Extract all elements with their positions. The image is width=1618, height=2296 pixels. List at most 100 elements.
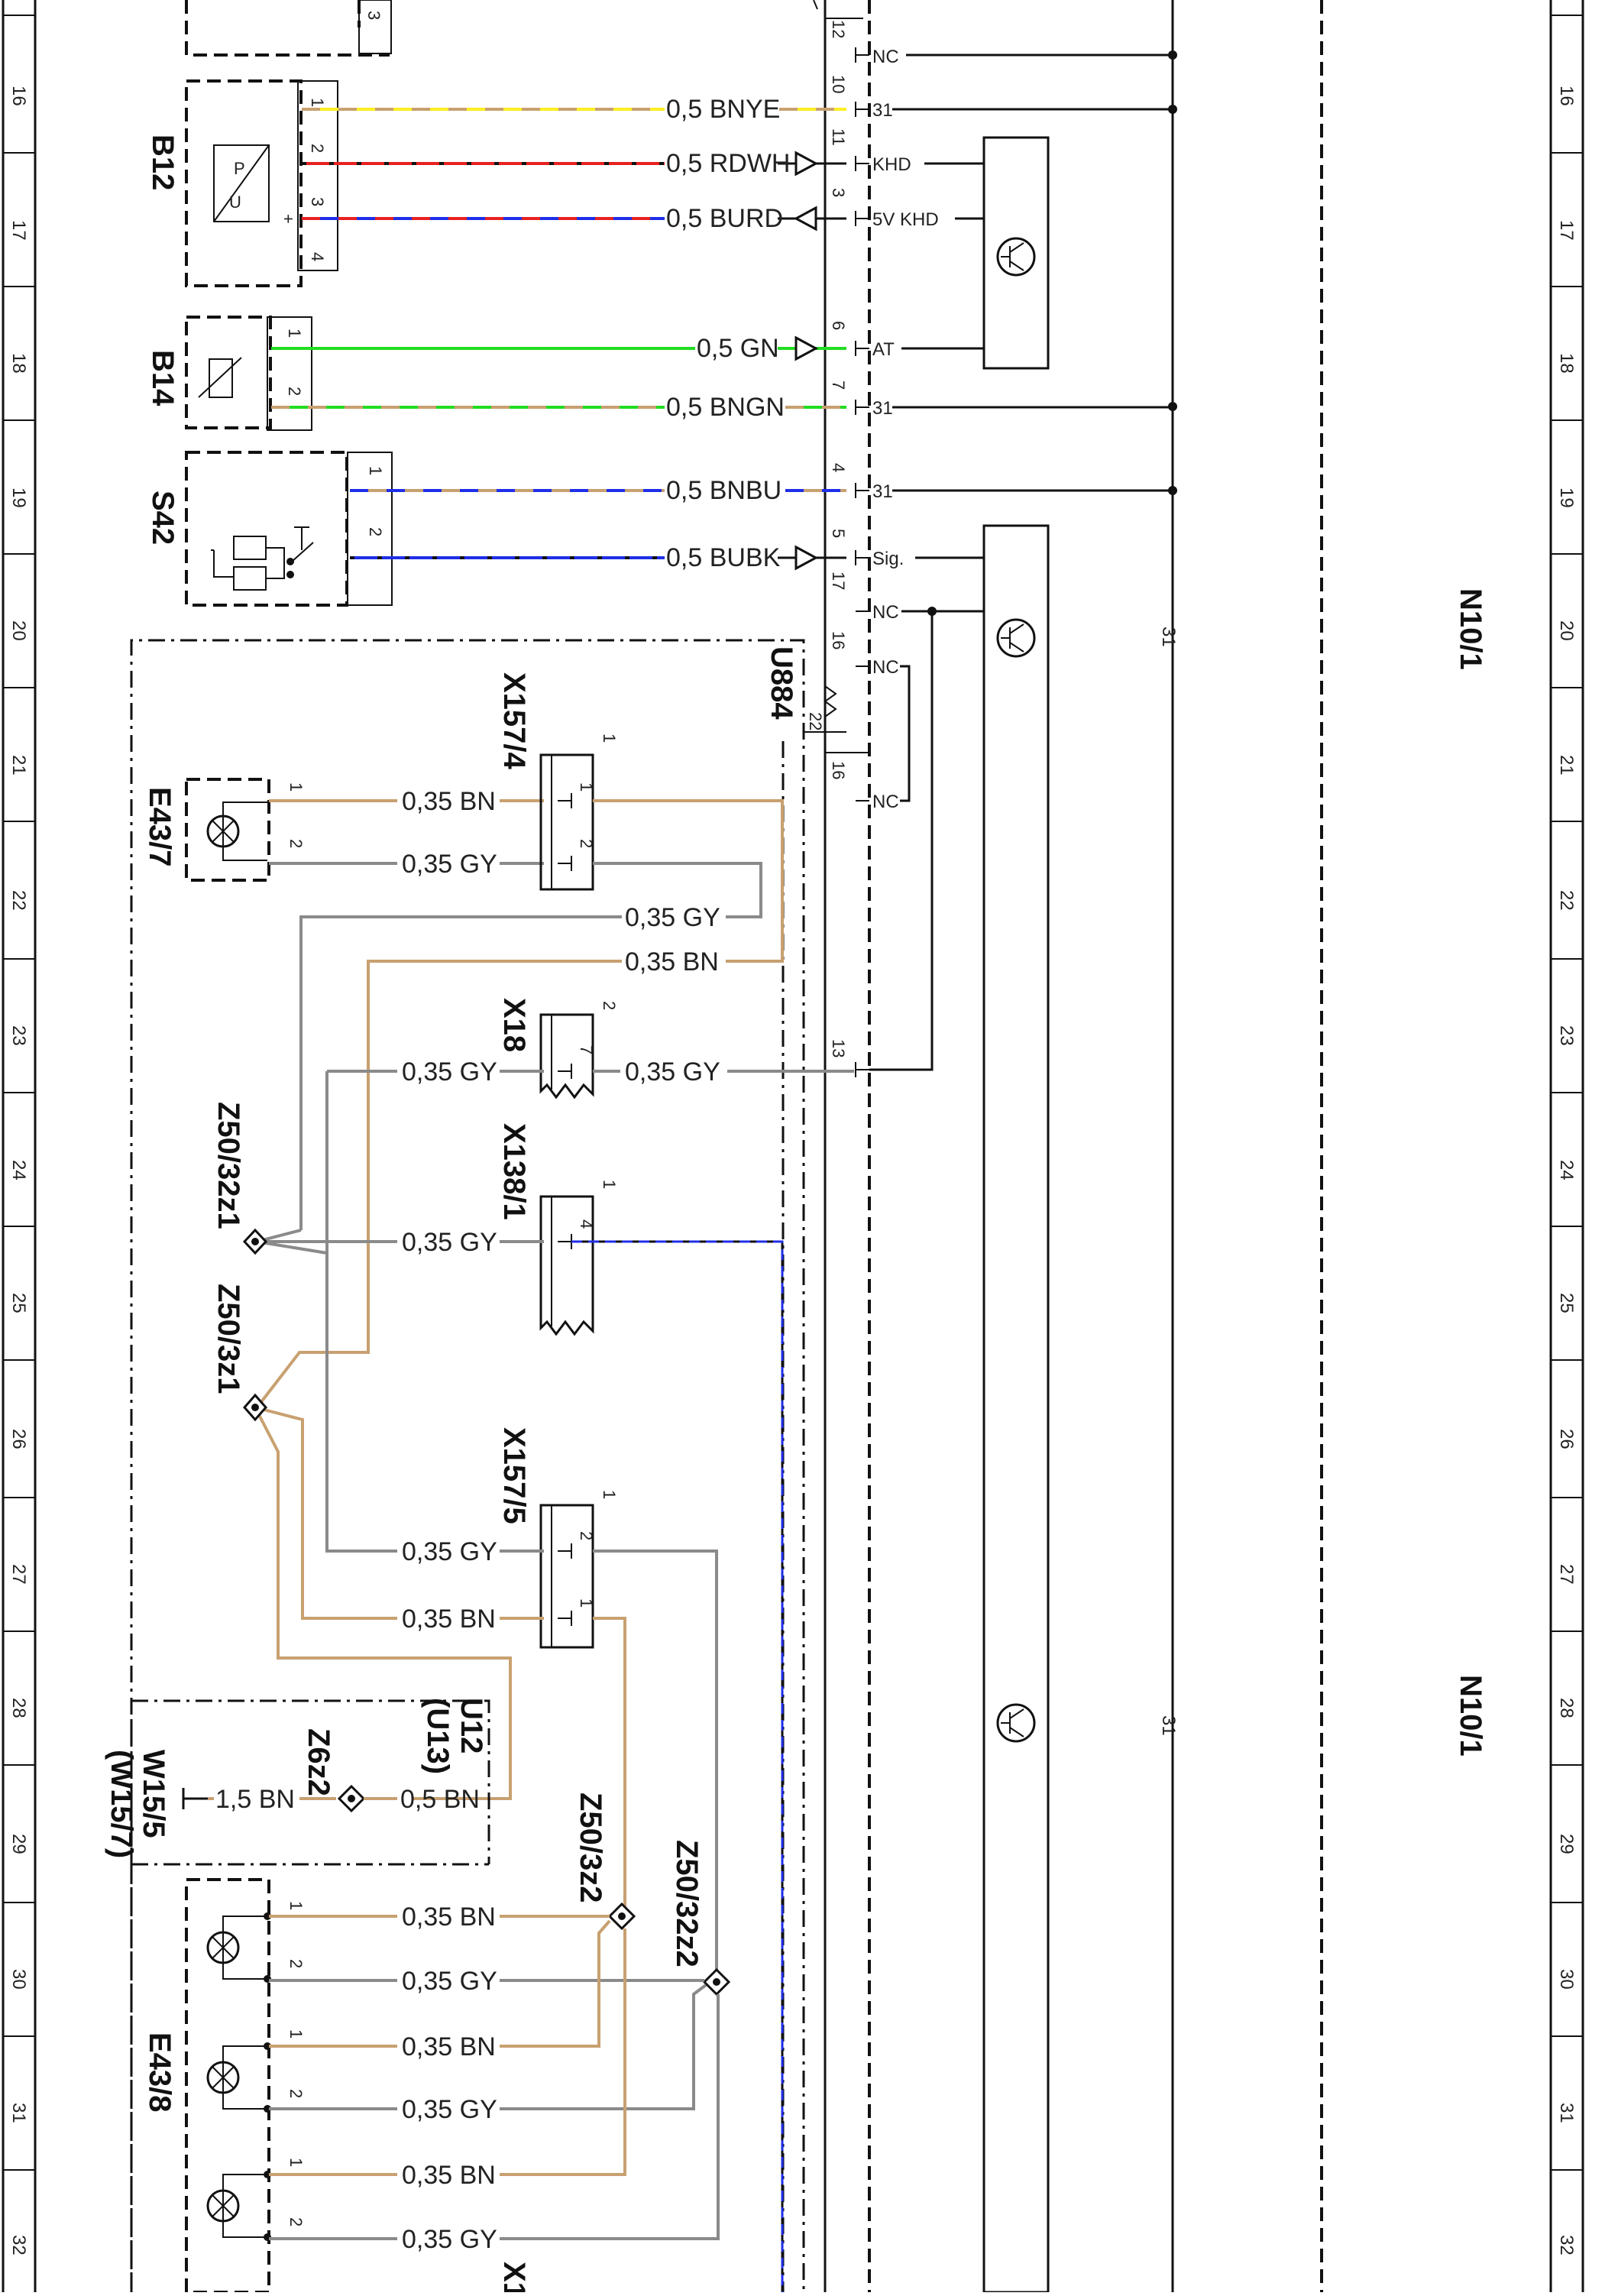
signal-arrow: [794, 151, 819, 176]
u13-label: (U13): [421, 1698, 455, 1774]
pin-number: 7: [577, 1045, 596, 1054]
pin-number: 2: [286, 839, 306, 848]
grid-number: 29: [8, 1834, 29, 1854]
wire-label: 0,35 BN: [402, 1605, 496, 1634]
wire-label: 0,35 GY: [402, 1228, 497, 1257]
grid-number: 26: [8, 1429, 29, 1449]
pin-number: 12: [829, 20, 848, 38]
pin-number: 2: [600, 1001, 619, 1010]
z50-3z1-label: Z50/3z1: [212, 1284, 245, 1394]
pin-number: 16: [829, 761, 848, 779]
x157-4-connector: X157/4 1 1 2: [497, 672, 619, 891]
pin-number: 2: [308, 144, 327, 153]
pin-sign: +: [279, 214, 298, 224]
grid-number: 18: [8, 353, 29, 374]
pin-number: 1: [308, 98, 327, 107]
e43-7-lamp: E43/7 1 2: [143, 778, 306, 882]
wire-label: 0,5 RDWH: [666, 149, 790, 178]
n10-1-label: N10/1: [1454, 1675, 1487, 1757]
u12-boundary: [130, 1699, 490, 1864]
pin-number: 17: [829, 572, 848, 590]
pin-number: 2: [577, 839, 596, 848]
wire-label: 0,5 GN: [697, 334, 779, 363]
pin-number: 2: [285, 387, 304, 396]
wire-label: 0,35 BN: [402, 2161, 496, 2190]
grid-number: 32: [8, 2235, 29, 2256]
z6z2-label: Z6z2: [302, 1728, 335, 1796]
x18-connector: X18 2 7: [497, 998, 619, 1099]
wire-label: 0,5 BURD: [666, 204, 783, 233]
terminal-label: 31: [872, 100, 893, 121]
x138-1-connector: X138/1 1 4: [497, 1123, 619, 1336]
wire-label: 0,35 GY: [402, 2095, 497, 2124]
grid-number: 21: [1556, 755, 1577, 776]
wire-label: 0,35 GY: [402, 1537, 497, 1566]
z6z2-splice: Z6z2: [302, 1728, 366, 1813]
grid-number: 17: [1556, 220, 1577, 241]
terminal-label: NC: [872, 47, 899, 67]
pin-number: 2: [286, 2089, 306, 2098]
u12-label: U12: [455, 1698, 488, 1754]
pin-number: 1: [600, 1180, 619, 1189]
terminal-label: NC: [872, 657, 899, 678]
b12-sensor: P U B12 1 2 3 4 +: [146, 79, 338, 287]
z50-3z1-splice: Z50/3z1: [212, 1284, 512, 1800]
terminal-label: AT: [872, 339, 895, 360]
pin-number: 4: [829, 463, 848, 472]
x1-label: X1: [497, 2262, 531, 2292]
grid-number: 29: [1556, 1834, 1577, 1854]
e43-8-lamps: E43/8 1 2 1 2 1 2: [143, 1878, 306, 2294]
pin-number: 22: [806, 712, 825, 730]
pin-number: 1: [285, 329, 304, 338]
grid-number: 20: [8, 620, 29, 641]
bus-31-label: 31: [1158, 627, 1179, 647]
pin-number: 1: [286, 2029, 306, 2039]
grid-number: 19: [8, 487, 29, 508]
grid-number: 16: [8, 86, 29, 106]
u884-boundary: [130, 639, 805, 2292]
pin-number: 5: [829, 529, 848, 538]
pin-number: 2: [286, 1959, 306, 1968]
pin-number: 2: [286, 2217, 306, 2226]
wire-label: 0,35 BN: [402, 1903, 496, 1932]
grid-number: 23: [1556, 1025, 1577, 1046]
terminal-label: 5V KHD: [872, 209, 939, 230]
grid-number: 24: [8, 1160, 29, 1180]
wire-label: 0,35 BN: [625, 947, 719, 976]
x157-5-connector: X157/5 1 2 1: [497, 1427, 619, 1649]
pin-number: 13: [829, 1039, 848, 1057]
terminal-label: KHD: [872, 154, 911, 175]
e43-8-label: E43/8: [143, 2032, 176, 2113]
z50-32z1-splice: Z50/32z1: [212, 1102, 328, 1255]
w15-5-label: W15/5: [137, 1750, 170, 1838]
w15-7-label: (W15/7): [105, 1750, 138, 1858]
grid-number: 17: [8, 220, 29, 241]
x138-1-label: X138/1: [497, 1123, 531, 1220]
grid-number: 22: [8, 890, 29, 911]
wire-label: 0,35 GY: [625, 903, 720, 932]
control-unit-connector: 12 10 11 3 6 7 4 5 17 16 22 16 13: [804, 18, 869, 1057]
pin-number: 7: [829, 381, 848, 390]
grid-number: 24: [1556, 1160, 1577, 1180]
grid-number: 30: [1556, 1969, 1577, 1990]
z50-3z2-splice: Z50/3z2: [574, 1792, 636, 1931]
pin-number: 4: [308, 252, 327, 261]
wire-label: 0,5 BN: [400, 1785, 480, 1814]
wire-label: 0,35 BN: [402, 2032, 496, 2061]
wire-label: 0,35 GY: [402, 2225, 497, 2254]
bus-31-label: 31: [1158, 1715, 1179, 1736]
e43-7-label: E43/7: [143, 787, 176, 867]
pin-number: 1: [577, 1598, 596, 1608]
pin-number: 6: [829, 321, 848, 330]
pin-number: 3: [364, 11, 383, 20]
grid-number: 19: [1556, 487, 1577, 508]
grid-number: 23: [8, 1025, 29, 1046]
s42-switch: S42 1 2: [146, 451, 393, 607]
grid-number: 25: [8, 1293, 29, 1313]
grid-number: 22: [1556, 890, 1577, 911]
z50-32z2-label: Z50/32z2: [670, 1840, 704, 1967]
grid-number: 31: [1556, 2103, 1577, 2123]
signal-arrow: [794, 545, 819, 571]
